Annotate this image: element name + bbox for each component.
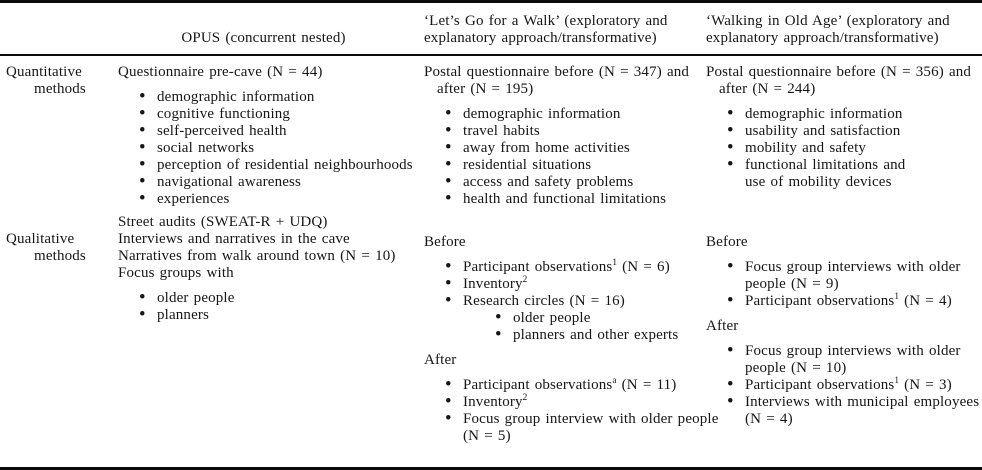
footnote-marker: 1 [894, 376, 900, 386]
cell-quantitative-walking-in-old-age: Postal questionnaire before (N = 356) an… [703, 64, 982, 191]
bullet-item: experiences [138, 190, 411, 208]
sub-bullet-list: older peopleplanners and other experts [463, 309, 693, 344]
bullet-list: older peopleplanners [118, 289, 411, 324]
cell-text: After [706, 318, 739, 334]
row-quantitative-methods: Quantitative methods Questionnaire pre-c… [0, 64, 982, 208]
bullet-item: Focus group interviews with older people… [726, 342, 972, 377]
cell-quantitative-opus: Questionnaire pre-cave (N = 44) demograph… [115, 64, 421, 208]
bullet-item: Interviews with municipal employees (N =… [726, 393, 979, 428]
bullet-item: older people [138, 289, 411, 307]
bullet-item: social networks [138, 139, 411, 157]
cell-quantitative-lets-go-for-a-walk: Postal questionnaire before (N = 347) an… [421, 64, 703, 208]
bullet-item: Inventory2 [444, 393, 693, 411]
footnote-marker: 1 [894, 292, 900, 302]
bullet-item: travel habits [444, 122, 693, 140]
bullet-item: Research circles (N = 16)older peoplepla… [444, 292, 693, 344]
bullet-item: mobility and safety [726, 139, 972, 157]
cell-text: Street audits (SWEAT-R + UDQ) Interviews… [118, 214, 396, 281]
cell-text: Before [706, 234, 748, 250]
bullet-item: Inventory2 [444, 275, 693, 293]
bullet-list: demographic informationcognitive functio… [118, 88, 413, 208]
bullet-item: demographic information [444, 105, 693, 123]
bullet-item: demographic information [726, 105, 972, 123]
bullet-item: planners and other experts [494, 326, 693, 344]
table-header-row: OPUS (concurrent nested) ‘Let’s Go for a… [0, 3, 982, 56]
bullet-item: planners [138, 306, 411, 324]
bullet-item: away from home activities [444, 139, 693, 157]
bullet-item: cognitive functioning [138, 105, 411, 123]
bullet-item: usability and satisfaction [726, 122, 972, 140]
bullet-item: access and safety problems [444, 173, 693, 191]
cell-text: Postal questionnaire before (N = 356) an… [706, 64, 972, 97]
bullet-item: self-perceived health [138, 122, 411, 140]
cell-text: Postal questionnaire before (N = 347) an… [424, 64, 690, 97]
bullet-item: demographic information [138, 88, 411, 106]
table-body: Quantitative methods Questionnaire pre-c… [0, 56, 982, 467]
bullet-list: Focus group interviews with older people… [706, 342, 979, 428]
footnote-marker: 1 [612, 258, 618, 268]
bullet-item: Participant observations1 (N = 3) [726, 376, 972, 394]
bullet-list: Participant observations1 (N = 6)Invento… [424, 258, 693, 344]
column-header-walking-in-old-age: ‘Walking in Old Age’ (exploratory and ex… [706, 13, 950, 46]
row-qualitative-methods: Qualitative methods Street audits (SWEAT… [0, 214, 982, 445]
footnote-marker: 2 [522, 275, 528, 285]
bullet-item: Focus group interview with older people … [444, 410, 718, 445]
cell-text: After [424, 352, 457, 368]
footnote-marker: 2 [522, 393, 528, 403]
cell-text: Questionnaire pre-cave (N = 44) [118, 64, 323, 80]
footnote-marker: a [612, 376, 617, 386]
bullet-item: residential situations [444, 156, 693, 174]
bullet-item: perception of residential neighbourhoods [138, 156, 413, 174]
cell-qualitative-lets-go-for-a-walk: BeforeParticipant observations1 (N = 6)I… [421, 214, 718, 445]
bullet-list: Focus group interviews with older people… [706, 258, 972, 310]
bullet-item: Participant observationsa (N = 11) [444, 376, 693, 394]
bullet-item: older people [494, 309, 693, 327]
bullet-item: Participant observations1 (N = 6) [444, 258, 693, 276]
row-label-quantitative-methods: Quantitative methods [6, 64, 86, 97]
bullet-item: health and functional limitations [444, 190, 693, 208]
cell-qualitative-walking-in-old-age: BeforeFocus group interviews with older … [703, 214, 982, 428]
row-label-qualitative-methods: Qualitative methods [6, 231, 86, 264]
bullet-list: demographic informationusability and sat… [706, 105, 972, 191]
bullet-item: Participant observations1 (N = 4) [726, 292, 972, 310]
cell-text: Before [424, 234, 466, 250]
bullet-list: demographic informationtravel habitsaway… [424, 105, 693, 208]
cell-qualitative-opus: Street audits (SWEAT-R + UDQ) Interviews… [115, 214, 421, 324]
bullet-item: functional limitations and use of mobili… [726, 156, 972, 191]
column-header-opus: OPUS (concurrent nested) [181, 30, 346, 46]
column-header-lets-go-for-a-walk: ‘Let’s Go for a Walk’ (exploratory and e… [424, 13, 668, 46]
bullet-list: Participant observationsa (N = 11)Invent… [424, 376, 718, 445]
bullet-item: Focus group interviews with older people… [726, 258, 972, 293]
bullet-item: navigational awareness [138, 173, 411, 191]
